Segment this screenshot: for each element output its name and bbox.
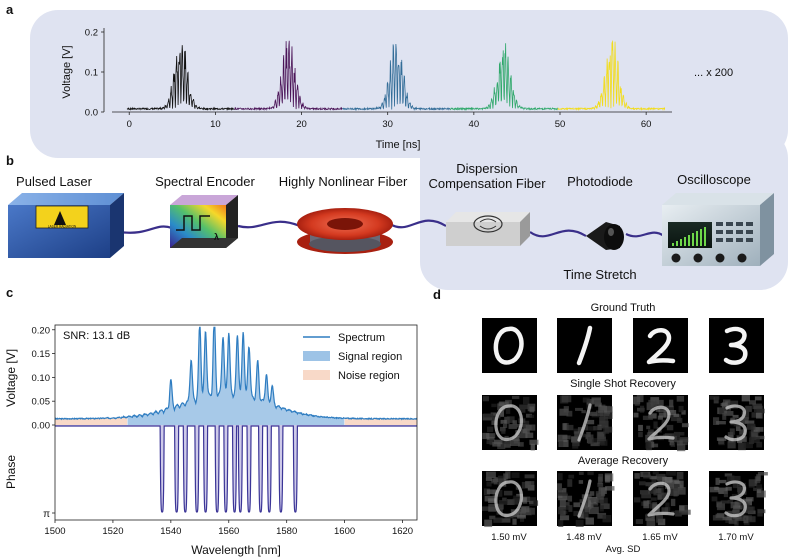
chart-c-ytick-label: 0.00 (32, 421, 51, 432)
oscilloscope (662, 193, 774, 266)
chart-a-y-label: Voltage [V] (61, 45, 73, 98)
chart-c: 1500 1520 1540 1560 1580 1600 1620 0.00 0.05 0.10… (4, 324, 418, 557)
panel-label-a: a (6, 2, 14, 17)
panel-d-images: Ground Truth Single Shot Recovery Averag… (482, 302, 768, 555)
label-oscilloscope: Oscilloscope (677, 172, 751, 187)
legend-label-signal: Signal region (338, 351, 402, 363)
sd-value-3: 1.70 mV (718, 532, 754, 543)
dispersion-compensation-fiber (446, 212, 530, 246)
digit-image-average-1 (557, 471, 615, 527)
digit-image-ground-truth-0 (482, 318, 537, 373)
digit-image-average-3 (709, 471, 768, 526)
label-time-stretch: Time Stretch (563, 267, 636, 282)
chart-a-xtick-label: 20 (296, 119, 307, 130)
chart-a-x-label: Time [ns] (376, 139, 421, 151)
chart-c-xtick-label: 1500 (44, 526, 65, 537)
digit-image-single-shot-3 (709, 395, 765, 451)
chart-a-pulse-trace (342, 43, 451, 111)
chart-a: 0 10 20 30 40 50 60 0.0 0.1 0.2 Time [ns] Voltage… (61, 28, 733, 152)
chart-c-legend: Spectrum Signal region Noise region (303, 332, 402, 382)
legend-label-noise: Noise region (338, 370, 400, 382)
photodiode (586, 222, 624, 250)
digit-image-average-2 (633, 471, 691, 527)
chart-c-ytick-label: 0.05 (32, 397, 51, 408)
chart-a-xtick-label: 50 (555, 119, 566, 130)
chart-a-pulse-trace (126, 45, 235, 111)
label-dcf-line2: Compensation Fiber (428, 176, 546, 191)
chart-c-spectrum-line (55, 326, 417, 421)
chart-c-noise-region (344, 417, 417, 425)
digit-image-average-0 (482, 471, 539, 528)
laser-warning-text: LASER RADIATION (48, 225, 77, 229)
panel-b-setup: LASER RADIATION Pulsed Laser λ Spectral … (8, 161, 774, 282)
chart-c-noise-region (55, 416, 128, 425)
nonlinear-fiber-coil (297, 208, 393, 254)
chart-c-y-label-voltage: Voltage [V] (4, 349, 18, 407)
chart-a-xtick-label: 30 (382, 119, 393, 130)
label-pulsed-laser: Pulsed Laser (16, 174, 93, 189)
chart-c-xtick-label: 1520 (102, 526, 123, 537)
sd-footer: Avg. SD (606, 544, 641, 555)
chart-a-xtick-label: 60 (641, 119, 652, 130)
encoder-waveform-icon (176, 215, 210, 231)
sd-value-1: 1.48 mV (566, 532, 602, 543)
legend-label-spectrum: Spectrum (338, 332, 385, 344)
digit-image-single-shot-1 (557, 395, 613, 450)
panel-label-c: c (6, 285, 13, 300)
chart-c-y-label-phase: Phase (4, 455, 18, 489)
label-photodiode: Photodiode (567, 174, 633, 189)
chart-a-xtick-label: 0 (127, 119, 132, 130)
panel-label-b: b (6, 153, 14, 168)
legend-swatch-signal (303, 351, 330, 361)
chart-a-annotation: ... x 200 (694, 67, 733, 79)
chart-c-phase-line (55, 425, 417, 513)
label-spectral-encoder: Spectral Encoder (155, 174, 255, 189)
label-nonlinear-fiber: Highly Nonlinear Fiber (279, 174, 408, 189)
chart-c-frame (54, 324, 418, 521)
chart-a-pulse-trace (557, 40, 665, 111)
chart-c-xtick-label: 1560 (218, 526, 239, 537)
chart-c-xtick-label: 1540 (160, 526, 181, 537)
row-title-average: Average Recovery (578, 455, 669, 467)
chart-c-xtick-label: 1620 (392, 526, 413, 537)
chart-c-ytick-label: 0.15 (32, 349, 51, 360)
digit-image-ground-truth-3 (709, 318, 764, 373)
chart-c-x-label: Wavelength [nm] (191, 543, 281, 557)
optical-fiber (119, 219, 665, 238)
chart-c-ytick-label: 0.10 (32, 373, 51, 384)
spectral-encoder: λ (170, 195, 238, 248)
sd-value-0: 1.50 mV (491, 532, 527, 543)
digit-image-single-shot-2 (633, 395, 689, 452)
chart-a-xtick-label: 10 (210, 119, 221, 130)
chart-c-phase-tick-label: π (43, 509, 50, 520)
label-dcf-line1: Dispersion (456, 161, 517, 176)
digit-image-ground-truth-1 (557, 318, 612, 373)
legend-swatch-noise (303, 370, 330, 380)
chart-c-snr-annotation: SNR: 13.1 dB (63, 330, 130, 342)
chart-a-xtick-label: 40 (469, 119, 480, 130)
row-title-single-shot: Single Shot Recovery (570, 378, 676, 390)
panel-a-background (30, 10, 788, 158)
chart-a-ytick-label: 0.2 (85, 28, 98, 39)
sd-value-2: 1.65 mV (642, 532, 678, 543)
laser-warning-icon (54, 211, 66, 225)
panel-label-d: d (433, 287, 441, 302)
chart-a-ytick-label: 0.1 (85, 68, 98, 79)
digit-image-single-shot-0 (482, 395, 539, 451)
pulsed-laser: LASER RADIATION (8, 193, 124, 258)
chart-a-pulse-trace (234, 40, 343, 112)
chart-c-xtick-label: 1580 (276, 526, 297, 537)
svg-text:λ: λ (214, 232, 219, 242)
chart-c-xtick-label: 1600 (334, 526, 355, 537)
row-title-ground-truth: Ground Truth (591, 302, 656, 314)
digit-image-ground-truth-2 (633, 318, 688, 373)
chart-c-ytick-label: 0.20 (32, 325, 51, 336)
chart-a-ytick-label: 0.0 (85, 108, 98, 119)
chart-a-pulse-trace (449, 43, 559, 111)
